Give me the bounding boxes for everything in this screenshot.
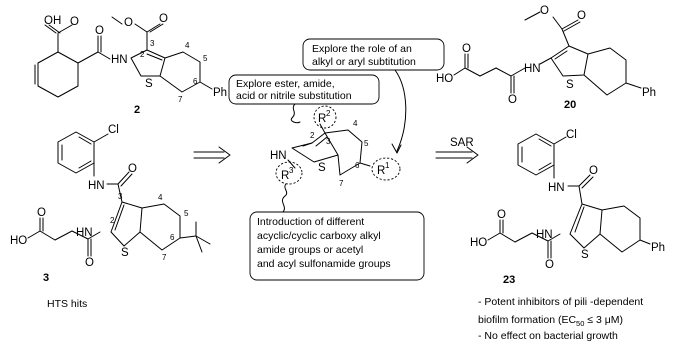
c23-nh-label: HN [536,229,553,241]
callout-alkyl-aryl-line2: alkyl or aryl subtitution [312,56,416,68]
svg-text:3: 3 [289,166,294,175]
c3-position-4: 4 [158,193,163,202]
r1-dashed-circle [371,157,401,181]
r1-label: R 1 [377,161,390,177]
c23-acyl-o-label: O [545,259,554,271]
compound-3-number: 3 [43,272,49,284]
c20-o2-label: O [577,10,586,22]
c3-position-2: 2 [110,216,115,225]
callout-ester: Explore ester, amide, acid or nitrile su… [228,74,380,124]
callout-acyl-line2: acyclic/cyclic carboxy alkyl [257,230,381,242]
c20-ph-label: Ph [642,87,656,99]
finding-line-3: - No effect on bacterial growth [478,330,618,342]
compound-23: Cl HN O HN S O HO O Ph 23 [470,129,665,286]
c3-amide-o-label: O [128,163,137,175]
c20-o1-label: O [540,5,549,17]
svg-text:R: R [281,170,289,182]
callout-acyl-line3: amide groups or acetyl [257,244,363,256]
c23-ho-label: HO [470,237,487,249]
c23-s-label: S [581,249,589,261]
core-scaffold: HN S R 2 R 3 R 1 2 3 4 5 6 7 [270,105,401,188]
callout-ester-line1: Explore ester, amide, [236,78,335,90]
c3-position-5: 5 [184,209,189,218]
c20-hn-label: HN [524,63,541,75]
sar-arrow: SAR [435,137,479,164]
c2-hn-label: HN [111,54,128,66]
c23-hn-label: HN [548,182,565,194]
c2-amide-o-label: O [95,25,104,37]
finding-line-2: biofilm formation (EC50 ≤ 3 μM) [478,314,623,328]
compound-2-number: 2 [134,104,140,116]
c3-s-label: S [121,247,129,259]
c23-amide-o-label: O [589,165,598,177]
c3-hn-label: HN [88,180,105,192]
compound-2: OH O O HN S O O Ph 2 3 4 5 6 7 2 [34,13,227,116]
c2-ester-o2-label: O [124,17,133,29]
callout-alkyl-aryl: Explore the role of an alkyl or aryl sub… [302,38,445,154]
callout-ester-line2: acid or nitrile substitution [236,90,352,102]
c20-s-label: S [566,79,574,91]
core-position-4: 4 [353,119,358,128]
c20-ho-label: HO [436,73,453,85]
c2-acid-o-label: O [70,16,79,28]
core-position-3: 3 [326,137,331,146]
c2-position-3: 3 [150,39,155,48]
c2-position-7: 7 [178,95,183,104]
findings: - Potent inhibitors of pili -dependent b… [478,296,643,342]
compound-3: Cl HN O HN S O HO O 2 3 4 5 6 7 3 HTS hi… [10,124,211,310]
hts-hits-caption: HTS hits [47,298,87,310]
c3-nh-label: HN [76,227,93,239]
r2-dashed-circle [313,105,337,129]
r2-label: R 2 [318,109,331,125]
svg-text:R: R [377,165,385,177]
core-position-5: 5 [364,139,369,148]
callout-acyl-line4: and acyl sulfonamide groups [257,258,391,270]
compound-20: O O HN S O HO O Ph 20 [436,5,656,111]
compound-20-number: 20 [564,99,576,111]
core-position-7: 7 [339,179,344,188]
c2-position-6: 6 [193,77,198,86]
svg-text:2: 2 [326,109,331,118]
hollow-arrow-left [193,146,231,164]
c3-position-3: 3 [118,192,123,201]
c3-position-6: 6 [170,233,175,242]
c2-s-label: S [145,78,153,90]
finding-line-1: - Potent inhibitors of pili -dependent [478,296,643,308]
c23-cl-label: Cl [566,129,577,141]
c3-ho-label: HO [10,235,27,247]
c3-position-7: 7 [162,253,167,262]
c23-ph-label: Ph [651,242,665,254]
callout-acyl: Introduction of different acyclic/cyclic… [249,183,425,281]
callout-acyl-line1: Introduction of different [257,216,364,228]
core-hn-label: HN [270,150,287,162]
core-position-2: 2 [310,131,315,140]
svg-text:1: 1 [385,161,390,170]
c2-position-5: 5 [203,54,208,63]
core-s-label: S [318,162,326,174]
c3-acyl-o-label: O [85,257,94,269]
c3-acid-o-label: O [37,207,46,219]
c2-ester-o1-label: O [159,13,168,25]
c20-acyl-o-label: O [508,94,517,106]
core-position-6: 6 [355,161,360,170]
c2-position-2: 2 [140,50,145,59]
c20-acid-o-label: O [462,43,471,55]
c3-cl-label: Cl [108,124,119,136]
callout-alkyl-aryl-line1: Explore the role of an [312,43,412,55]
svg-text:R: R [318,113,326,125]
r3-dashed-circle [275,161,303,185]
c23-acid-o-label: O [497,209,506,221]
sar-label: SAR [450,137,474,149]
compound-23-number: 23 [503,274,515,286]
c2-position-4: 4 [185,41,190,50]
c2-ph-label: Ph [213,87,227,99]
c2-acid-oh-label: OH [44,15,61,27]
r3-label: R 3 [281,166,294,182]
